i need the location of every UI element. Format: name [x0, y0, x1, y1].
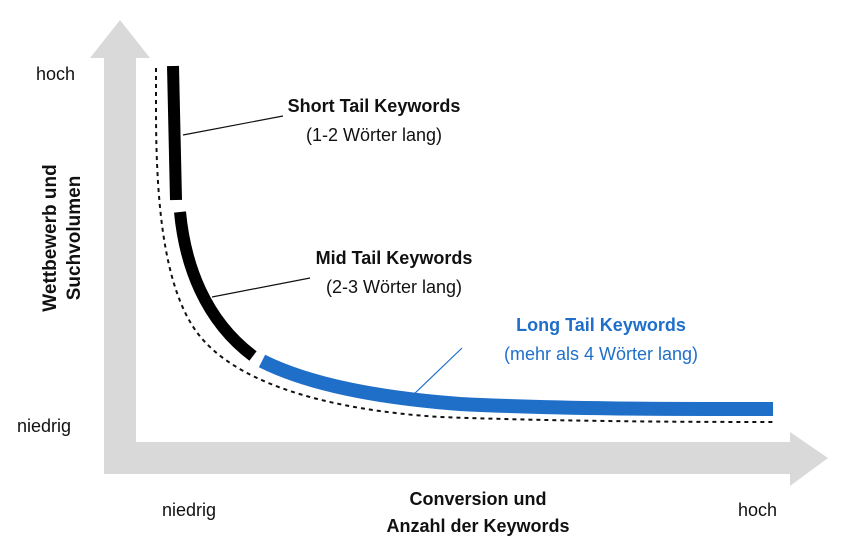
- mid-tail-subtitle: (2-3 Wörter lang): [325, 277, 463, 297]
- x-axis-title: Conversion und Anzahl der Keywords: [330, 486, 626, 540]
- y-axis-high-label: hoch: [36, 64, 76, 84]
- long-tail-segment: [258, 354, 774, 416]
- long-tail-title: Long Tail Keywords: [516, 315, 686, 335]
- y-axis-title-line2: Suchvolumen: [64, 176, 85, 301]
- x-axis-high-label: hoch: [738, 500, 778, 520]
- short-tail-title: Short Tail Keywords: [287, 96, 461, 116]
- mid-tail-segment: [174, 211, 257, 361]
- dashed-curve: [155, 68, 777, 423]
- x-axis-title-line2: Anzahl der Keywords: [386, 516, 570, 536]
- short-tail-subtitle: (1-2 Wörter lang): [305, 125, 443, 145]
- y-axis-low-label: niedrig: [17, 416, 72, 436]
- mid-tail-label: Mid Tail Keywords (2-3 Wörter lang): [284, 244, 504, 302]
- y-axis-title-line1: Wettbewerb und: [40, 164, 61, 311]
- long-tail-label: Long Tail Keywords (mehr als 4 Wörter la…: [468, 311, 734, 369]
- short-tail-leader: [182, 115, 284, 136]
- mid-tail-title: Mid Tail Keywords: [315, 248, 473, 268]
- long-tail-subtitle: (mehr als 4 Wörter lang): [503, 344, 699, 364]
- mid-tail-leader: [211, 277, 311, 298]
- short-tail-label: Short Tail Keywords (1-2 Wörter lang): [264, 92, 484, 150]
- long-tail-leader: [411, 347, 463, 397]
- short-tail-segment: [167, 65, 182, 201]
- x-axis-low-label: niedrig: [162, 500, 217, 520]
- x-axis-title-line1: Conversion und: [409, 489, 547, 509]
